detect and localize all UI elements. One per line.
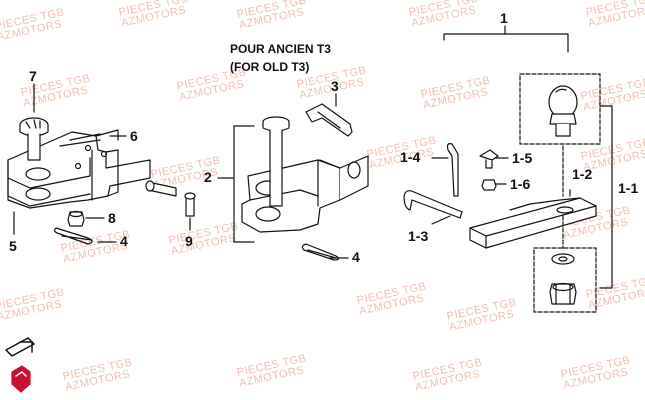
wing-bolt-part-1-5 [479,149,499,169]
callout-1-4: 1-4 [400,149,421,165]
nut-part-1-6 [481,179,497,191]
l-pin-part-3 [305,103,353,137]
pin-part-2 [262,116,290,207]
callout-6: 6 [130,128,138,144]
heading-line-2: (FOR OLD T3) [230,60,310,74]
nut-part [549,282,577,305]
callout-5: 5 [9,238,17,254]
pin-part-7 [19,117,49,161]
hitch-bracket-part [7,129,151,209]
callout-4: 4 [120,233,128,249]
assembly-dashed-box [519,73,601,313]
callout-7: 7 [29,68,37,84]
callout-4b: 4 [352,249,360,265]
pin-part-1-3 [403,190,463,219]
callout-1-5: 1-5 [512,150,533,166]
callout-lines [13,25,613,289]
r-clip-part-1-4 [446,143,459,197]
brand-logo [5,337,35,393]
callout-1: 1 [500,10,508,26]
tow-ball-part [548,85,578,137]
old-t3-hitch-part [241,155,369,233]
callout-1-6: 1-6 [510,176,531,192]
clip-part-4 [54,227,93,245]
callout-1-2: 1-2 [572,166,593,182]
clip-part-4b [301,243,340,261]
nut-part-8 [67,210,85,227]
callout-1-3: 1-3 [408,228,429,244]
heading-line-1: POUR ANCIEN T3 [230,42,331,56]
callout-1-1: 1-1 [618,180,639,196]
callout-2: 2 [204,169,212,185]
washer-part [551,253,575,265]
bolt-part-9 [145,180,196,217]
callout-3: 3 [331,78,339,94]
drawbar-part [469,197,597,249]
callout-8: 8 [108,210,116,226]
callout-9: 9 [185,233,193,249]
